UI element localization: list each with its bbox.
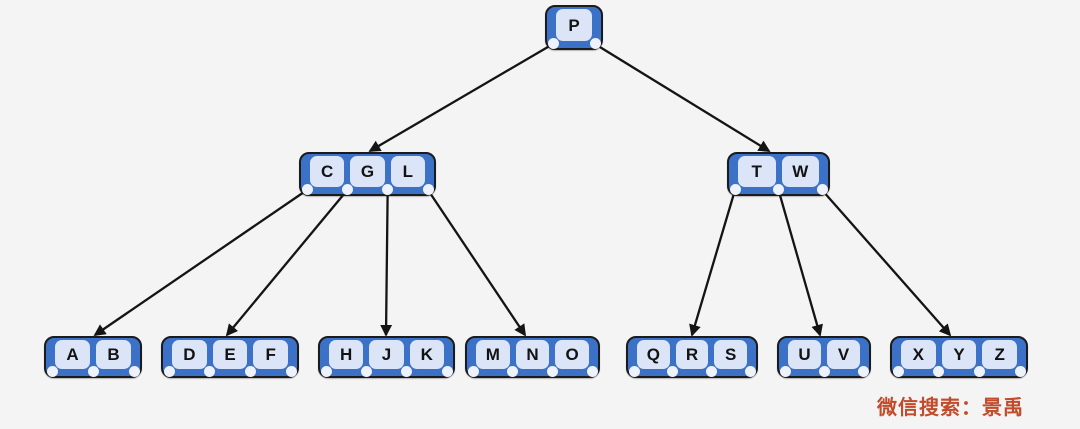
edge-arrow-cgl-to-hjk — [380, 189, 393, 337]
btree-key-p: P — [556, 9, 592, 41]
btree-key-w: W — [781, 156, 819, 187]
child-pointer-dot — [779, 365, 791, 377]
child-pointer-dot — [128, 365, 140, 377]
btree-key-c: C — [310, 156, 345, 187]
btree-key-j: J — [369, 340, 404, 369]
child-pointer-dot — [773, 183, 784, 195]
child-pointer-dot — [547, 37, 559, 49]
child-pointer-dot — [341, 183, 353, 195]
btree-key-x: X — [901, 340, 936, 369]
btree-key-y: Y — [941, 340, 977, 369]
child-pointer-dot — [422, 183, 434, 195]
btree-key-k: K — [409, 340, 444, 369]
child-pointer-dot — [729, 183, 741, 195]
edge-arrow-tw-to-xyz — [821, 189, 952, 337]
child-pointer-dot — [244, 365, 256, 377]
child-pointer-dot — [441, 365, 453, 377]
child-pointer-dot — [320, 365, 332, 377]
child-pointer-dot — [285, 365, 297, 377]
btree-key-t: T — [738, 156, 776, 187]
btree-key-d: D — [172, 340, 207, 369]
child-pointer-dot — [46, 365, 58, 377]
child-pointer-dot — [667, 365, 679, 377]
btree-key-q: Q — [637, 340, 670, 369]
edge-arrow-cgl-to-mno — [427, 189, 526, 337]
child-pointer-dot — [892, 365, 904, 377]
edge-arrow-cgl-to-def — [225, 189, 349, 337]
child-pointer-dot — [933, 365, 945, 377]
btree-key-b: B — [96, 340, 131, 369]
edge-arrow-tw-to-uv — [777, 189, 823, 337]
child-pointer-dot — [467, 365, 479, 377]
child-pointer-dot — [204, 365, 216, 377]
child-pointer-dot — [507, 365, 519, 377]
edge-arrow-root-to-tw — [594, 43, 771, 152]
btree-key-m: M — [476, 340, 510, 369]
edge-arrow-root-to-cgl — [368, 43, 554, 152]
child-pointer-dot — [973, 365, 985, 377]
child-pointer-dot — [1014, 365, 1026, 377]
child-pointer-dot — [628, 365, 640, 377]
edge-arrow-cgl-to-ab — [93, 189, 308, 337]
btree-key-f: F — [253, 340, 288, 369]
child-pointer-dot — [401, 365, 413, 377]
btree-key-e: E — [212, 340, 248, 369]
child-pointer-dot — [857, 365, 869, 377]
btree-node-root: P — [545, 5, 603, 50]
btree-key-n: N — [515, 340, 550, 369]
child-pointer-dot — [163, 365, 175, 377]
child-pointer-dot — [301, 183, 313, 195]
child-pointer-dot — [87, 365, 99, 377]
btree-key-r: R — [675, 340, 709, 369]
child-pointer-dot — [586, 365, 598, 377]
btree-key-g: G — [350, 156, 385, 187]
child-pointer-dot — [744, 365, 756, 377]
child-pointer-dot — [589, 37, 601, 49]
child-pointer-dot — [382, 183, 394, 195]
btree-key-h: H — [329, 340, 364, 369]
child-pointer-dot — [546, 365, 558, 377]
child-pointer-dot — [816, 183, 828, 195]
child-pointer-dot — [705, 365, 717, 377]
child-pointer-dot — [818, 365, 830, 377]
child-pointer-dot — [360, 365, 372, 377]
btree-key-a: A — [55, 340, 90, 369]
btree-key-o: O — [555, 340, 589, 369]
btree-key-v: V — [827, 340, 860, 369]
edge-arrow-tw-to-qrs — [689, 189, 737, 337]
btree-key-u: U — [788, 340, 821, 369]
btree-key-l: L — [390, 156, 425, 187]
watermark-text: 微信搜索：景禹 — [877, 397, 1024, 419]
btree-key-s: S — [714, 340, 747, 369]
btree-key-z: Z — [982, 340, 1017, 369]
